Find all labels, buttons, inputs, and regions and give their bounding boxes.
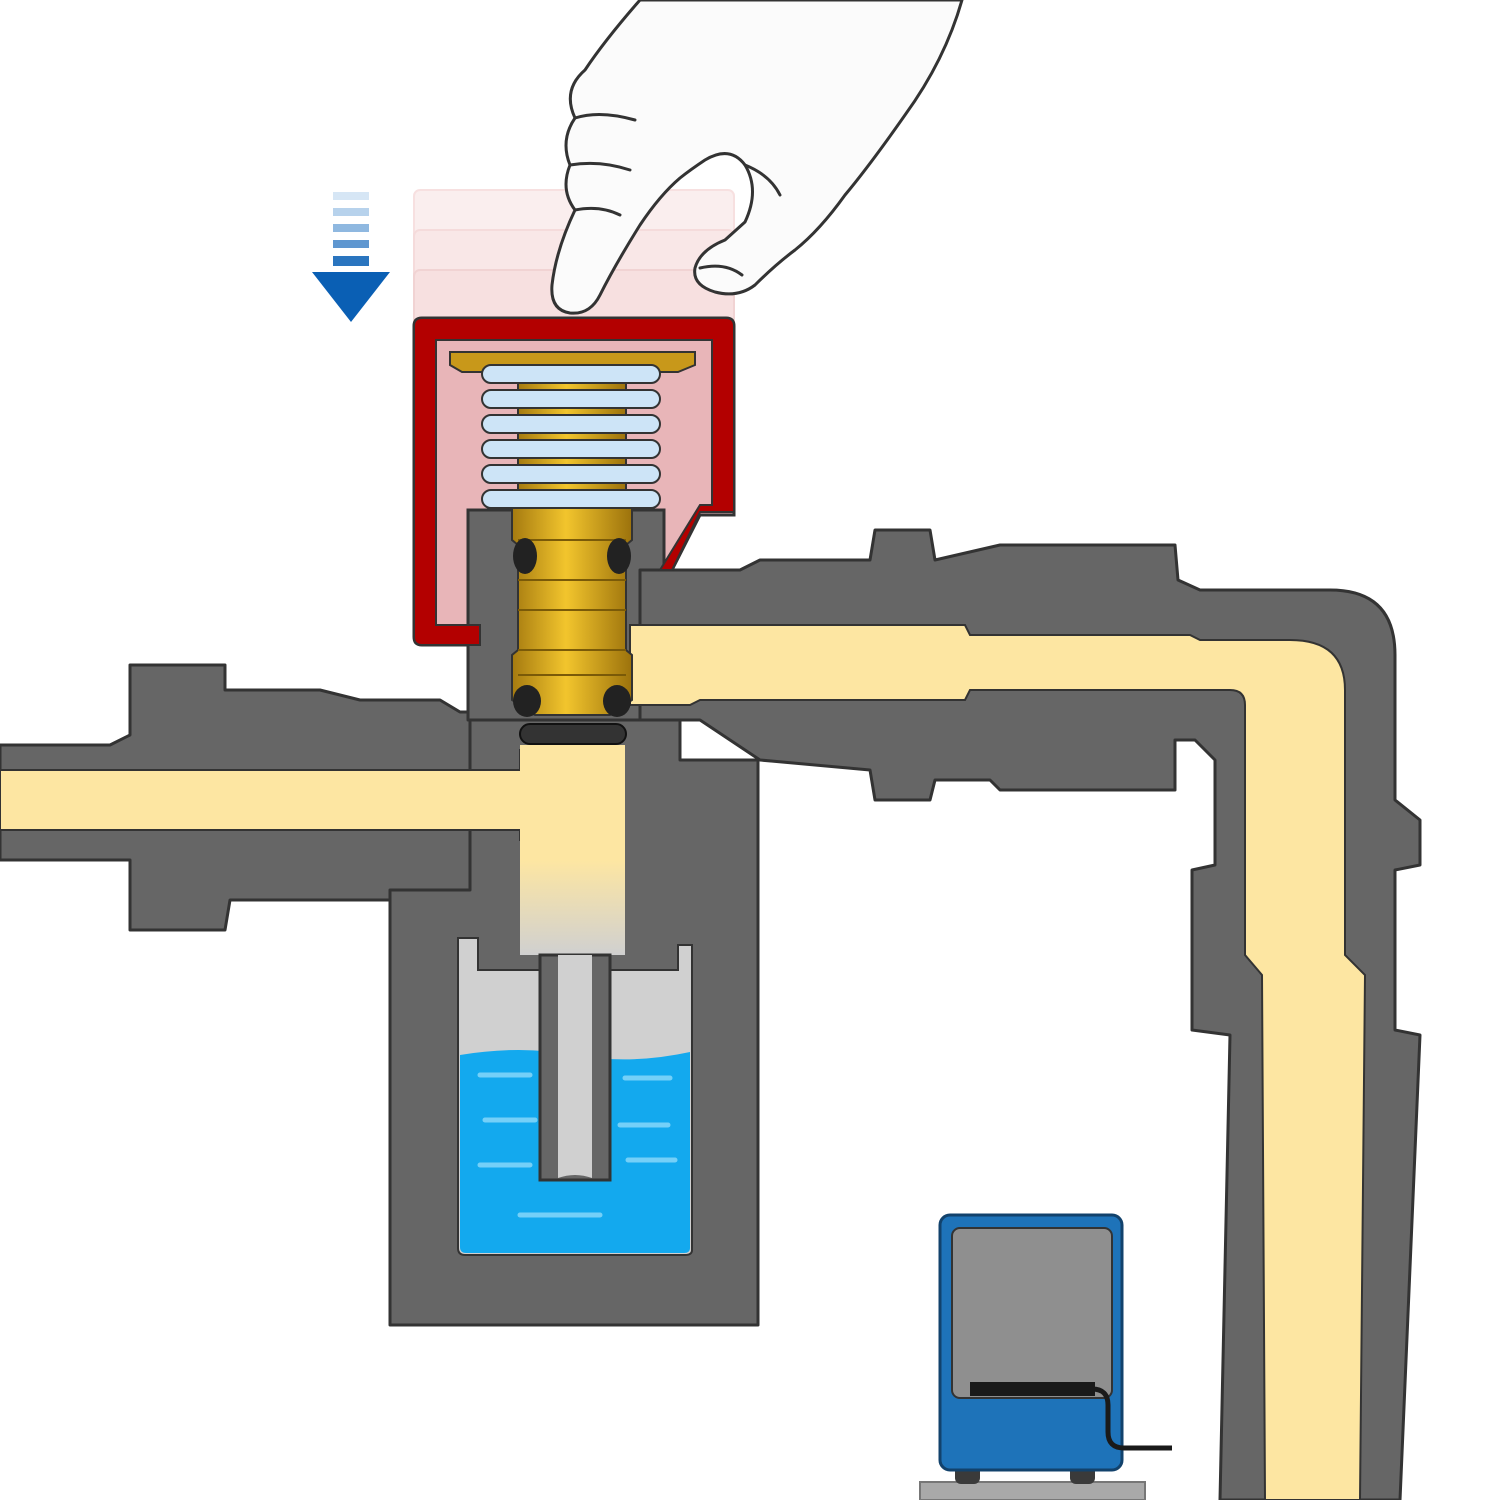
device-slot: [970, 1382, 1095, 1396]
reservoir: [457, 937, 693, 1256]
device-screen: [951, 1227, 1113, 1399]
o-rings: [513, 538, 631, 717]
water-ripples: [477, 1072, 678, 1218]
valve-cap[interactable]: [412, 316, 736, 647]
o-ring-upper-right: [607, 538, 631, 574]
plunger-grooves: [518, 539, 626, 676]
down-arrow-icon: [312, 192, 390, 322]
vertical-tube: [520, 745, 625, 955]
outlet-channel: [629, 624, 1367, 1500]
dip-tube-bore: [558, 955, 592, 1178]
o-ring-upper-left: [513, 538, 537, 574]
o-ring-lower-right: [603, 685, 631, 717]
o-ring-lower-left: [513, 685, 541, 717]
fluid-channels: [0, 624, 1367, 1500]
device-cable: [1091, 1386, 1172, 1451]
cap-frame: [413, 317, 735, 646]
plunger: [511, 507, 633, 745]
pointing-hand-icon: [550, 0, 964, 315]
device-base: [919, 1481, 1146, 1500]
pressure-gauge-device-icon: [919, 1213, 1172, 1500]
seal-disk: [519, 723, 627, 745]
spring: [481, 364, 661, 509]
right-fitting: [638, 528, 1422, 1500]
